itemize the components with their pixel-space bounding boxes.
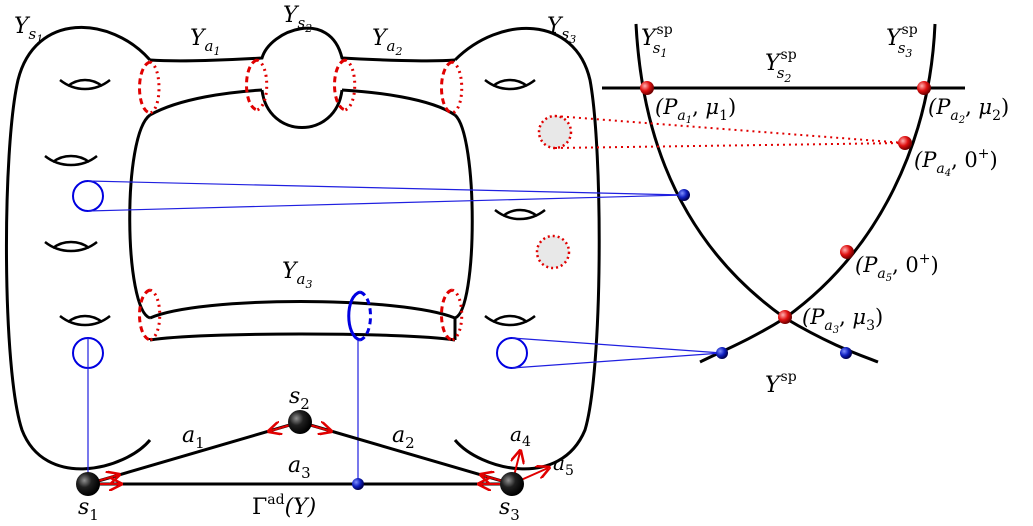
cut-curve-a2-right	[440, 60, 464, 115]
vertex-s3	[500, 472, 524, 496]
puncture-disc-upper	[537, 114, 573, 150]
component-ys3-outer	[453, 26, 601, 471]
cut-curve-a1-left	[138, 60, 161, 115]
label-a4: a4	[510, 422, 531, 450]
handle-icon	[44, 154, 98, 167]
label-pa4: (Pa4, 0+)	[914, 146, 998, 179]
component-ys1-outline	[9, 28, 150, 464]
label-ya1: Ya1	[190, 26, 220, 58]
point-pa1	[640, 81, 654, 95]
label-ys1: Ys1	[14, 14, 43, 46]
label-pa3: (Pa3, μ3)	[802, 305, 883, 336]
puncture-disc-lower	[535, 234, 571, 270]
label-pa1: (Pa1, μ1)	[655, 95, 736, 126]
label-ys3: Ys3	[547, 14, 576, 46]
label-a1: a1	[182, 423, 205, 452]
handle-icon	[484, 78, 536, 91]
label-s3: s3	[499, 495, 520, 524]
edge-a1	[87, 420, 301, 486]
handle-icon	[59, 78, 111, 91]
graph-gamma	[87, 420, 513, 486]
vertex-s1	[76, 472, 100, 496]
label-gamma: Γad(Y)	[252, 492, 316, 520]
inner-hole-left	[128, 113, 152, 320]
cut-curve-a1-right	[245, 58, 269, 112]
label-a3: a3	[288, 453, 311, 482]
inner-hole-right	[453, 113, 474, 320]
point-blue-low-left	[716, 347, 728, 359]
component-ys1-outer	[4, 25, 152, 471]
handle-icon	[44, 240, 98, 253]
point-pa3	[778, 310, 792, 324]
handle-icon	[59, 314, 111, 327]
cutting-curves	[138, 58, 464, 342]
label-pa5: (Pa5, 0+)	[855, 251, 939, 284]
label-ya2: Ya2	[372, 26, 402, 58]
label-a5: a5	[553, 451, 574, 479]
graph-point-blue	[352, 478, 364, 490]
point-pa5	[840, 245, 854, 259]
band-top-inner-right	[341, 88, 456, 117]
band-top-inner-left	[149, 88, 263, 117]
label-pa2: (Pa2, μ2)	[928, 95, 1009, 126]
cut-curve-a2-left	[333, 58, 357, 112]
point-pa2	[917, 81, 931, 95]
band-bottom-outer	[149, 332, 456, 342]
label-s2: s2	[289, 384, 310, 413]
band-bottom-inner	[149, 300, 456, 320]
label-ysp: Ysp	[765, 369, 797, 398]
ys2-bubble-bottom	[260, 89, 344, 129]
label-s1: s1	[78, 495, 99, 524]
label-ys2: Ys2	[283, 3, 312, 35]
cut-curve-a3-left	[138, 288, 162, 342]
projection-lines-red	[554, 115, 906, 149]
point-blue-mid	[678, 189, 690, 201]
marked-circle-right-low	[496, 337, 528, 369]
projection-lines-blue	[87, 180, 723, 484]
edge-a2	[299, 420, 513, 486]
marked-circle-left-mid	[72, 180, 104, 212]
vertex-s2	[288, 410, 312, 434]
handles	[44, 78, 546, 327]
handle-icon	[494, 208, 546, 221]
band-top-outer	[149, 26, 456, 63]
handle-icon	[484, 314, 536, 327]
cut-curve-a3-right	[440, 288, 464, 342]
surface-y	[4, 25, 601, 471]
label-ya3: Ya3	[282, 259, 312, 291]
blue-curve-a3	[347, 290, 372, 342]
point-blue-low-right	[840, 347, 852, 359]
point-pa4	[898, 136, 912, 150]
component-ysp-s3-curve	[699, 23, 937, 364]
label-a2: a2	[392, 423, 415, 452]
